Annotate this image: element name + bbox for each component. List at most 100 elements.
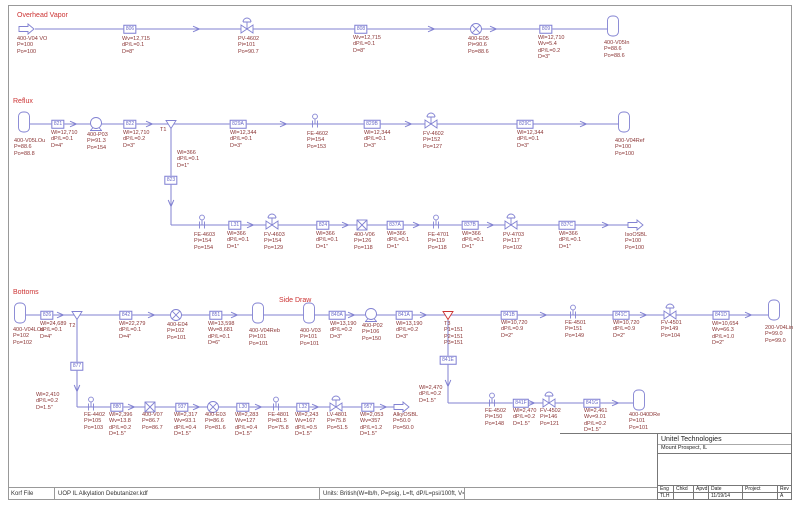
vessel-400-V04Ref[interactable] [618,111,630,133]
exchanger-400-E03[interactable] [207,401,219,413]
flow-element-FE-4402[interactable] [88,396,94,411]
pipe-box-842[interactable]: 842 [119,310,133,320]
exchanger-400-E04[interactable] [170,309,182,321]
vessel-400-V05LOu[interactable] [18,111,30,133]
pipe-box-823[interactable]: 823 [164,175,178,185]
footer-empty-cell [465,488,657,500]
valve-LV-4801[interactable] [329,395,343,412]
title-block-value-row: TLH 11/19/14 A [658,492,791,499]
pump-400-P03[interactable] [90,117,102,131]
flow-arrow [486,221,495,229]
pipe-box-824[interactable]: 824 [316,220,330,230]
flow-arrow [279,120,288,128]
field-label-rev: Rev [780,486,789,492]
flow-arrow [527,399,536,407]
vessel-200-V04Lin[interactable] [768,299,780,321]
inlet-arrow-overhead-vapor[interactable] [18,23,35,35]
pipe-box-822[interactable]: 822 [123,119,137,129]
flow-arrow [579,120,588,128]
pipe-box-829C[interactable]: 829C [516,119,534,129]
pipe-box-806[interactable]: 806 [123,24,137,34]
pipe-box-841D[interactable]: 841D [712,310,730,320]
flow-element-FE-4602[interactable] [312,113,318,128]
tee-T2[interactable] [71,311,83,321]
pipe-box-851[interactable]: 851 [209,310,223,320]
footer-file-name: UOP IL Alkylation Debutanizer.kdf [55,488,320,500]
pipe-box-841G[interactable]: 841G [583,398,601,408]
flow-element-FE-4801[interactable] [273,396,279,411]
field-label-project: Project [743,486,778,492]
pipe-box-837A[interactable]: 837A [386,220,404,230]
valve-FV-4501[interactable] [663,303,677,320]
pipe-box-L31[interactable]: L31 [228,220,242,230]
flow-element-FE-4701[interactable] [433,214,439,229]
valve-PV-4703[interactable] [504,213,518,230]
pipe-box-829B[interactable]: 829B [363,119,381,129]
vessel-400-V04Reb[interactable] [252,302,264,324]
flow-element-FE-4501[interactable] [570,304,576,319]
exchanger-400-E05[interactable] [470,23,482,35]
valve-FV-4603[interactable] [265,213,279,230]
vessel-400-V03[interactable] [303,302,315,324]
outlet-arrow-alkyosbl[interactable] [393,401,410,413]
vessel-400-V05In[interactable] [607,15,619,37]
pipe-box-821[interactable]: 821 [51,119,65,129]
pipe-box-808[interactable]: 808 [354,24,368,34]
tee-T3[interactable] [442,311,454,321]
pipe-box-841B[interactable]: 841B [500,310,518,320]
field-label-eng: Eng [658,486,674,492]
pipe-box-837C[interactable]: 837C [558,220,576,230]
valve-FV-4602[interactable] [424,112,438,129]
pipe-box-L32[interactable]: L32 [296,402,310,412]
pipe-box-841C[interactable]: 841C [612,310,630,320]
pipe-box-841A[interactable]: 841A [395,310,413,320]
pipe-box-840A[interactable]: 840A [328,310,346,320]
tee-T1[interactable] [165,120,177,130]
pipe-box-841E[interactable]: 841E [439,355,457,365]
valve-PV-4602[interactable] [240,17,254,34]
flow-arrow [147,311,156,319]
pipe-box-829A[interactable]: 829A [229,119,247,129]
pipe-box-937[interactable]: 937 [175,402,189,412]
equipment-400-V07[interactable] [144,401,156,413]
pipe-box-837B[interactable]: 837B [461,220,479,230]
pipe-box-841F[interactable]: 841F [512,398,530,408]
equipment-400-V06[interactable] [356,219,368,231]
vessel-400-V04LOu[interactable] [14,302,26,324]
pump-400-P02[interactable] [365,308,377,322]
flow-arrow [744,311,753,319]
pipe-box-957[interactable]: 957 [361,402,375,412]
pipe-box-877[interactable]: 877 [70,361,84,371]
outlet-arrow-isoosbl[interactable] [627,219,644,231]
field-label-chkd: Chkd [674,486,694,492]
pipe-box-880[interactable]: 880 [110,402,124,412]
flow-arrow [611,399,620,407]
pipe-box-L30[interactable]: L30 [236,402,250,412]
pipe-box-826[interactable]: 826 [40,310,54,320]
flow-element-FE-4502[interactable] [489,392,495,407]
valve-FV-4502[interactable] [542,391,556,408]
vessel-400-040DRe[interactable] [633,389,645,411]
pipe-box-809[interactable]: 809 [539,24,553,34]
flow-element-FE-4603[interactable] [199,214,205,229]
flow-arrow [639,311,648,319]
